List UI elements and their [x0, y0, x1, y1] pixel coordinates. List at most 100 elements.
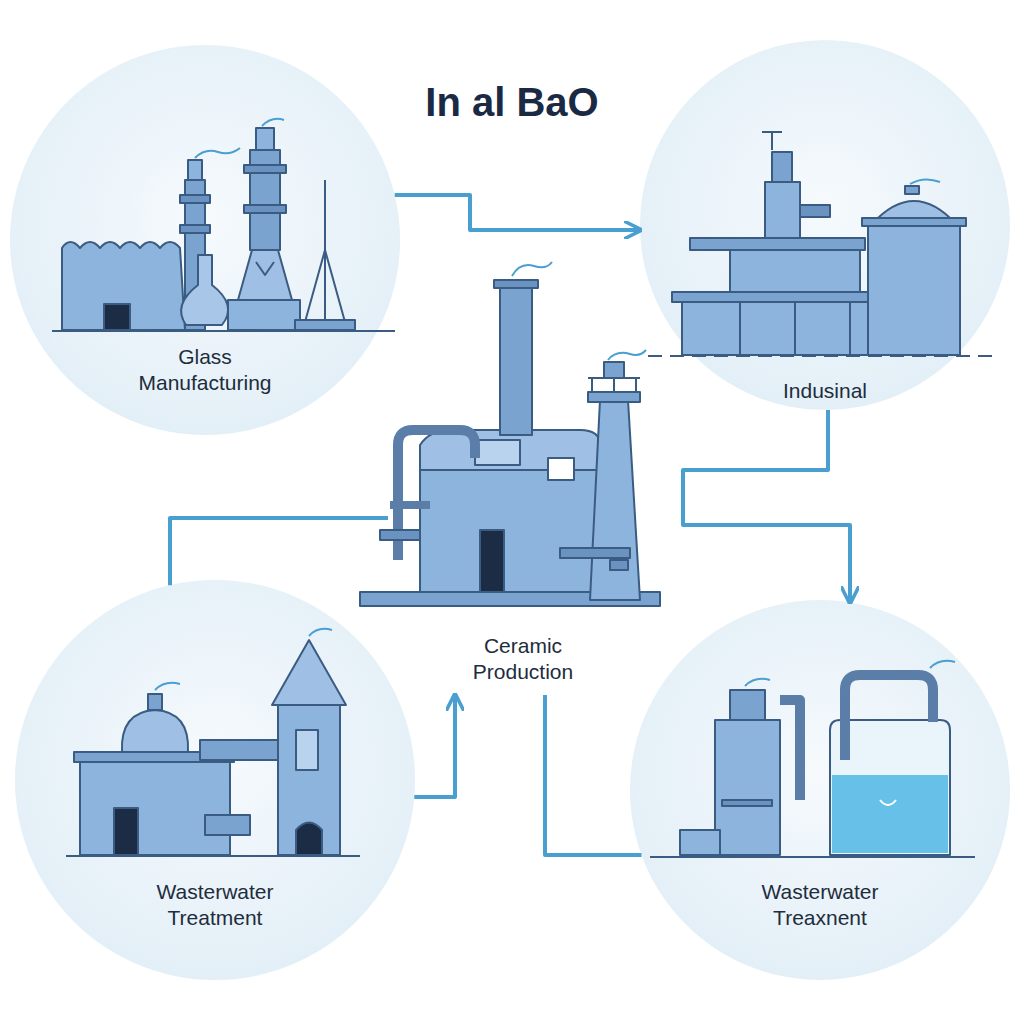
glass-plant-illustration-part	[238, 250, 292, 300]
ceramic-plant-illustration-part	[500, 285, 532, 435]
glass-plant-illustration-part	[256, 128, 274, 150]
ceramic-plant-illustration-part	[610, 560, 628, 570]
ceramic-plant-illustration-part	[494, 280, 538, 288]
wastewater-tank-illustration-part	[832, 775, 948, 853]
glass-plant-illustration	[52, 119, 395, 331]
industrial-plant-illustration-part	[794, 300, 796, 355]
wastewater-tank-illustration-part	[880, 800, 896, 805]
circle-backgrounds-part	[10, 45, 400, 435]
glass-plant-illustration-part	[181, 255, 228, 325]
ceramic-plant-illustration-part	[591, 378, 593, 392]
ceramic-plant-illustration-part	[380, 530, 420, 540]
ceramic-plant-illustration-part	[475, 440, 520, 465]
industrial-plant-illustration-part	[800, 205, 830, 217]
industrial-plant-illustration-part	[765, 182, 800, 238]
glass-plant-illustration-part	[52, 330, 395, 332]
station-circle: Wasterwater Treatment	[15, 580, 415, 980]
ceramic-plant-illustration-part	[588, 392, 640, 402]
station-label: Wasterwater Treaxnent	[735, 879, 905, 931]
flow-connector	[170, 518, 388, 585]
glass-plant-illustration-part	[244, 205, 286, 213]
circle-backgrounds	[10, 40, 1010, 980]
ceramic-plant-illustration-part	[512, 262, 552, 276]
station-label: Indusinal	[783, 378, 867, 404]
wastewater-tank-illustration-part	[722, 800, 772, 806]
glass-plant-illustration-part	[325, 250, 345, 322]
wastewater-plant-illustration-part	[80, 760, 230, 855]
ceramic-plant-illustration-part	[480, 530, 504, 592]
flow-connector	[395, 195, 640, 230]
wastewater-plant-illustration-part	[309, 629, 332, 636]
ceramic-plant-illustration-part	[420, 470, 610, 592]
wastewater-plant-illustration-part	[200, 740, 280, 760]
flow-connector	[545, 695, 641, 855]
industrial-plant-illustration-part	[868, 224, 960, 355]
ceramic-plant-illustration-part	[613, 378, 615, 392]
title-container: In al BaO	[0, 78, 1024, 126]
wastewater-tank-illustration	[650, 661, 975, 857]
wastewater-tank-illustration-part	[715, 720, 780, 855]
wastewater-tank-illustration-part	[730, 690, 765, 720]
industrial-plant-illustration-part	[910, 179, 940, 184]
wastewater-plant-illustration-part	[114, 808, 138, 855]
station-label: Ceramic Production	[443, 633, 603, 685]
wastewater-tank-illustration-part	[745, 679, 770, 686]
ceramic-plant-illustration-part	[635, 378, 637, 392]
wastewater-plant-illustration-part	[278, 705, 340, 855]
wastewater-tank-illustration-part	[930, 661, 955, 668]
glass-plant-illustration-part	[305, 250, 325, 322]
wastewater-plant-illustration-part	[148, 694, 162, 710]
industrial-plant-illustration-part	[849, 300, 851, 355]
wastewater-tank-illustration-part	[845, 675, 933, 760]
wastewater-plant-illustration-part	[122, 710, 188, 752]
ceramic-plant-illustration-part	[608, 350, 646, 360]
flow-connector	[683, 410, 850, 602]
wastewater-tank-illustration-part	[650, 856, 975, 858]
glass-plant-illustration-part	[188, 160, 202, 180]
wastewater-plant-illustration-part	[296, 823, 322, 856]
glass-plant-illustration-part	[256, 262, 274, 275]
glass-plant-illustration-part	[262, 119, 284, 126]
industrial-plant-illustration-part	[730, 250, 860, 292]
station-circle: Indusinal	[640, 40, 1010, 410]
wastewater-plant-illustration	[66, 629, 360, 856]
industrial-plant-illustration-part	[772, 152, 792, 182]
glass-plant-illustration-part	[228, 300, 300, 330]
industrial-plant-illustration	[648, 132, 1000, 356]
wastewater-plant-illustration-part	[296, 730, 318, 770]
glass-plant-illustration-part	[244, 165, 286, 173]
circle-backgrounds-part	[15, 580, 415, 980]
wastewater-plant-illustration-part	[66, 855, 360, 857]
wastewater-plant-illustration-part	[155, 683, 180, 690]
station-box: Ceramic Production	[388, 270, 658, 695]
glass-plant-illustration-part	[195, 148, 240, 158]
flow-connector	[414, 695, 455, 797]
industrial-plant-illustration-part	[905, 186, 919, 194]
glass-plant-illustration-part	[180, 225, 210, 233]
glass-plant-illustration-part	[295, 320, 355, 330]
industrial-plant-illustration-part	[762, 132, 782, 150]
station-label: Wasterwater Treatment	[135, 879, 295, 931]
ceramic-plant-illustration	[360, 262, 660, 606]
wastewater-tank-illustration-part	[680, 830, 720, 855]
wastewater-plant-illustration-part	[205, 815, 250, 835]
ceramic-plant-illustration-part	[390, 501, 430, 509]
ceramic-plant-illustration-part	[604, 362, 624, 378]
circle-backgrounds-part	[640, 40, 1010, 410]
glass-plant-illustration-part	[62, 242, 185, 330]
station-circle: Glass Manufacturing	[10, 45, 400, 435]
station-label: Glass Manufacturing	[120, 344, 290, 396]
industrial-plant-illustration-part	[690, 238, 865, 250]
ceramic-plant-illustration-part	[548, 458, 574, 480]
industrial-plant-illustration-part	[862, 218, 966, 226]
circle-backgrounds-part	[630, 600, 1010, 980]
glass-plant-illustration-part	[180, 195, 210, 203]
diagram-title: In al BaO	[0, 78, 1024, 126]
industrial-plant-illustration-part	[648, 355, 1000, 357]
ceramic-plant-illustration-part	[590, 400, 640, 600]
ceramic-plant-illustration-part	[560, 548, 630, 558]
